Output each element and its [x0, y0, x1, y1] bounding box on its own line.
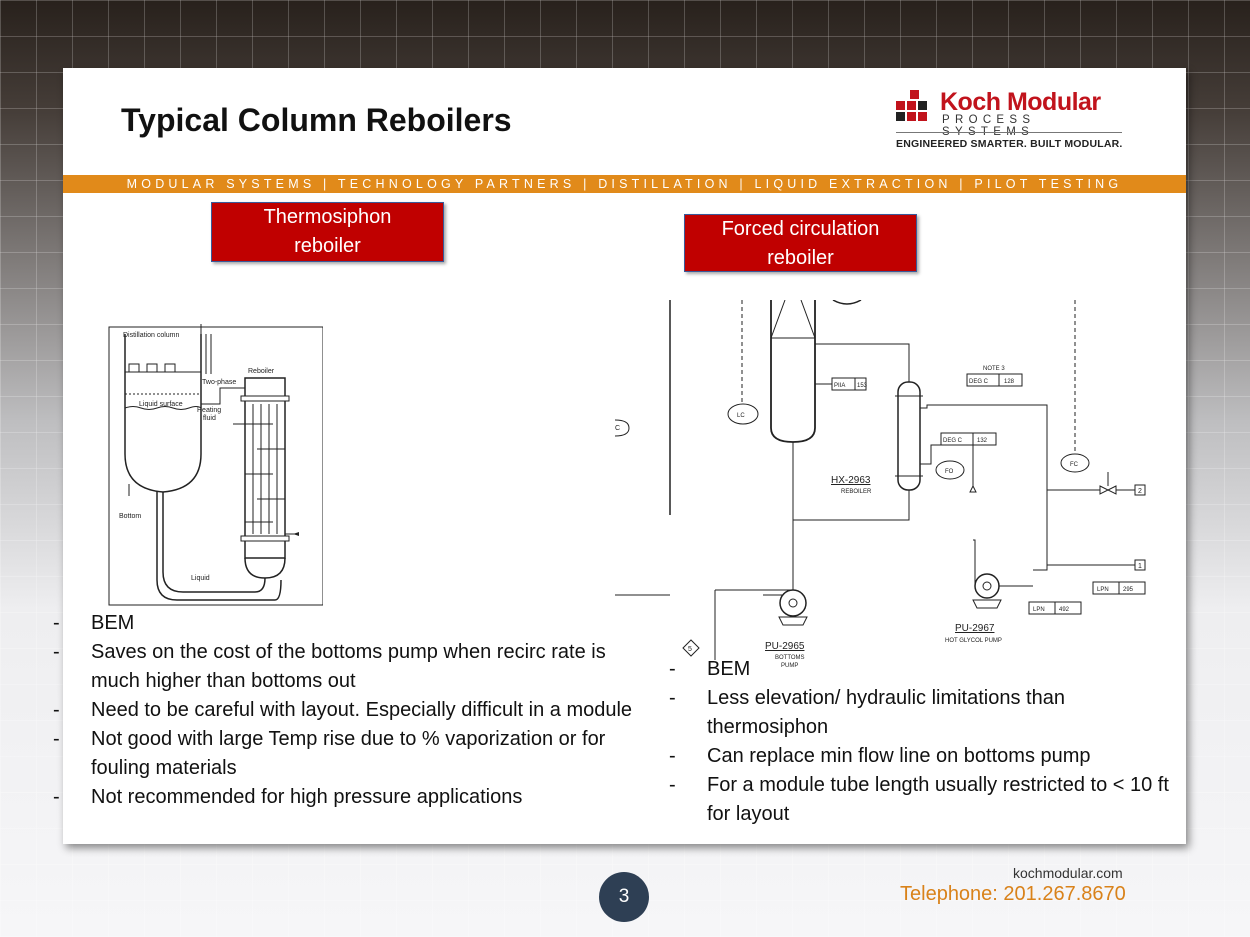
label-128: 128: [1004, 379, 1015, 385]
footer-telephone: Telephone: 201.267.8670: [900, 883, 1126, 905]
label-reboiler-sub: REBOILER: [841, 489, 872, 495]
logo-subtitle: PROCESS SYSTEMS: [942, 114, 1036, 138]
label-153: 153: [857, 383, 868, 389]
company-logo: Koch Modular PROCESS SYSTEMS ENGINEERED …: [896, 88, 1126, 150]
list-item: -Need to be careful with layout. Especia…: [53, 699, 633, 721]
list-item: -Not recommended for high pressure appli…: [53, 786, 523, 808]
label-492: 492: [1059, 607, 1070, 613]
label-lc: LC: [737, 413, 745, 419]
list-item: -Not good with large Temp rise due to % …: [53, 728, 606, 779]
slide-title: Typical Column Reboilers: [121, 102, 512, 138]
bottoms-pump-drawing: PU-2965 BOTTOMS PUMP: [763, 589, 808, 669]
forced-circulation-drawing: C LC PIIA 153 HX-2963 REBOILER NOTE 3: [614, 299, 1146, 664]
slide: Typical Column Reboilers Koch Modular PR…: [53, 68, 1186, 844]
label-fluid: fluid: [203, 415, 216, 422]
logo-name: Koch Modular: [940, 88, 1101, 116]
thermosiphon-label-box: Thermosiphon reboiler: [211, 202, 444, 262]
label-5: 5: [688, 646, 692, 653]
label-two-phase: Two-phase: [202, 379, 236, 386]
category-band: MODULAR SYSTEMS | TECHNOLOGY PARTNERS | …: [63, 175, 1186, 193]
label-fc: FC: [1070, 462, 1079, 468]
forced-label-line2: reboiler: [767, 247, 834, 269]
list-item: -Less elevation/ hydraulic limitations t…: [669, 687, 1065, 738]
logo-squares-icon: [896, 90, 927, 121]
label-1: 1: [1138, 563, 1142, 570]
list-item: -For a module tube length usually restri…: [669, 774, 1169, 825]
label-bottoms: BOTTOMS: [775, 655, 805, 661]
label-degc-132: DEG C: [943, 438, 963, 444]
label-note3: NOTE 3: [983, 366, 1005, 372]
label-295: 295: [1123, 587, 1134, 593]
footer-url[interactable]: kochmodular.com: [1013, 865, 1123, 881]
label-fo: FO: [945, 469, 954, 475]
label-lpn-1: LPN: [1097, 587, 1109, 593]
label-hx-2963: HX-2963: [831, 475, 871, 486]
label-liquid: Liquid: [191, 575, 210, 582]
thermosiphon-label-line2: reboiler: [294, 235, 361, 257]
label-hot-glycol-pump: HOT GLYCOL PUMP: [945, 638, 1002, 644]
label-pu-2965: PU-2965: [765, 641, 805, 652]
forced-label-line1: Forced circulation: [721, 218, 880, 240]
label-pump: PUMP: [781, 663, 798, 669]
label-pu-2967: PU-2967: [955, 623, 995, 634]
label-reboiler: Reboiler: [248, 368, 275, 375]
thermosiphon-label-line1: Thermosiphon: [263, 206, 392, 228]
list-item: -Saves on the cost of the bottoms pump w…: [53, 641, 606, 692]
forced-circulation-bullet-list: -BEM -Less elevation/ hydraulic limitati…: [669, 655, 1169, 829]
label-piia: PIIA: [834, 383, 845, 389]
logo-tagline: ENGINEERED SMARTER. BUILT MODULAR.: [896, 138, 1123, 150]
label-degc-128: DEG C: [969, 379, 989, 385]
thermosiphon-bullet-list: -BEM -Saves on the cost of the bottoms p…: [53, 609, 653, 812]
label-lpn-2: LPN: [1033, 607, 1045, 613]
forced-circulation-diagram: C LC PIIA 153 HX-2963 REBOILER NOTE 3: [614, 299, 1153, 664]
list-item: -Can replace min flow line on bottoms pu…: [669, 745, 1091, 767]
label-2: 2: [1138, 488, 1142, 495]
label-c: C: [615, 425, 620, 432]
list-item: -BEM: [53, 612, 135, 634]
thermosiphon-drawing: Distillation column Reboiler Two-phase L…: [108, 322, 324, 606]
label-heating: Heating: [197, 407, 221, 414]
thermosiphon-diagram: Distillation column Reboiler Two-phase L…: [105, 322, 324, 608]
label-132: 132: [977, 438, 988, 444]
forced-circulation-label-box: Forced circulation reboiler: [684, 214, 917, 272]
logo-divider: [896, 132, 1122, 133]
list-item: -BEM: [669, 658, 751, 680]
label-distillation-column: Distillation column: [123, 332, 180, 339]
label-bottom: Bottom: [119, 513, 141, 520]
label-liquid-surface: Liquid surface: [139, 401, 183, 408]
page-number-badge: 3: [599, 872, 649, 922]
